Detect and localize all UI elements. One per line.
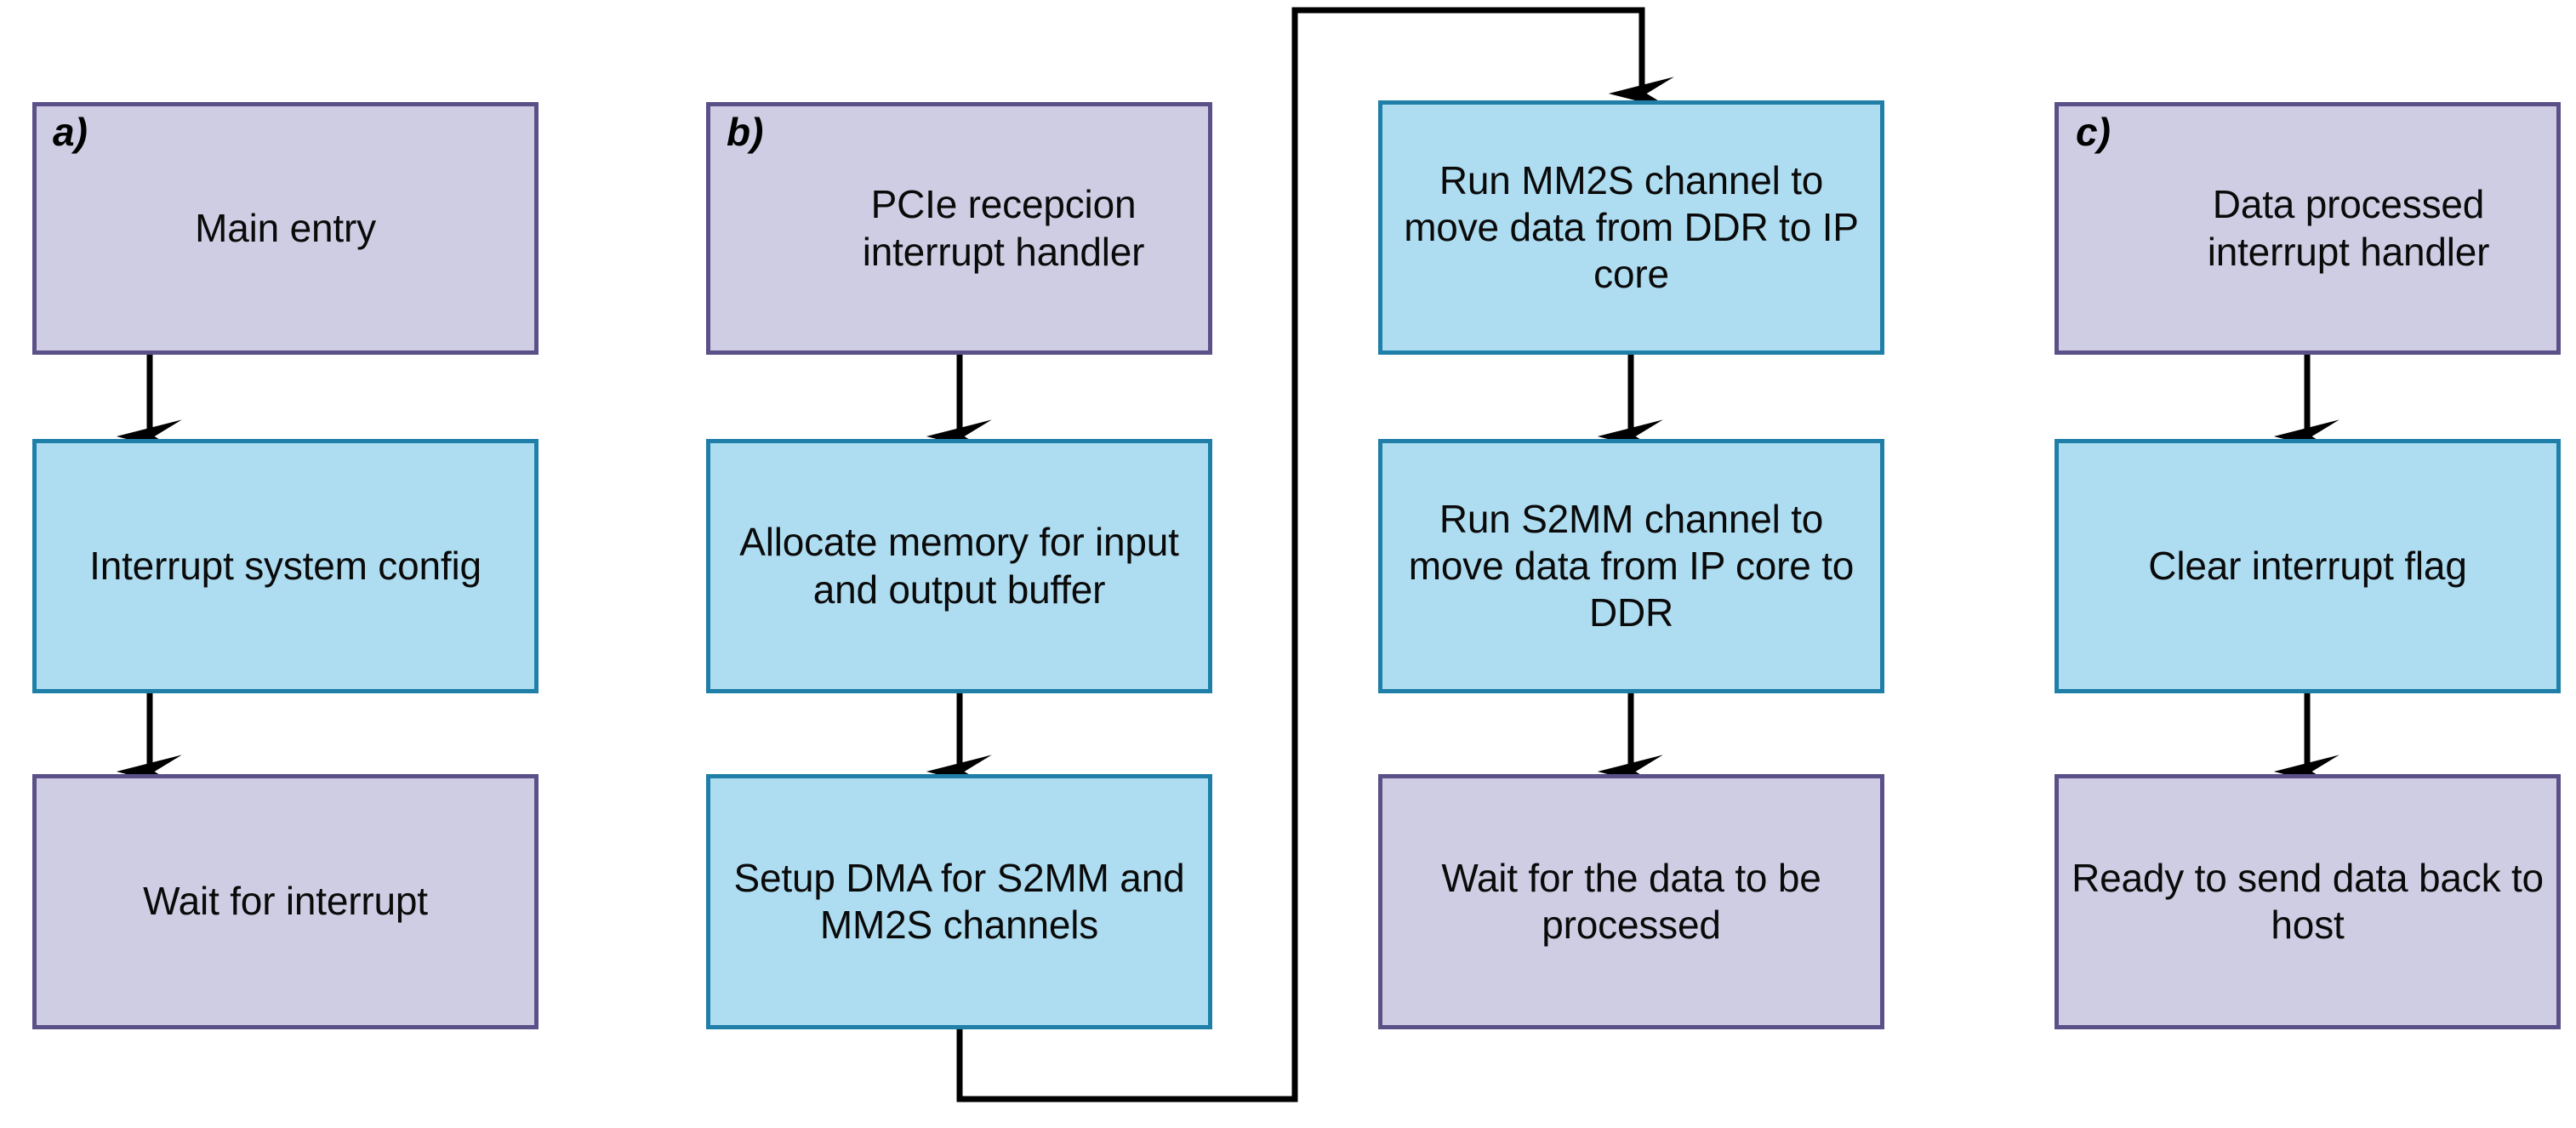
node-main-entry-label: Main entry [195, 205, 376, 250]
node-wait-for-interrupt-label: Wait for interrupt [143, 879, 428, 924]
node-wait-for-interrupt[interactable]: Wait for interrupt [32, 774, 539, 1029]
node-run-mm2s-channel-label: Run MM2S channel to move data from DDR t… [1404, 157, 1859, 297]
node-interrupt-system-config-label: Interrupt system config [89, 543, 482, 588]
node-main-entry[interactable]: Main entry [32, 102, 539, 355]
node-setup-dma[interactable]: Setup DMA for S2MM and MM2S channels [706, 774, 1212, 1029]
node-pcie-reception-interrupt-handler[interactable]: PCIe recepcion interrupt handler [706, 102, 1212, 355]
node-data-processed-interrupt-handler[interactable]: Data processed interrupt handler [2055, 102, 2561, 355]
node-data-processed-interrupt-handler-label: Data processed interrupt handler [2207, 182, 2490, 274]
node-ready-to-send-data[interactable]: Ready to send data back to host [2055, 774, 2561, 1029]
node-setup-dma-label: Setup DMA for S2MM and MM2S channels [733, 855, 1185, 947]
node-run-s2mm-channel[interactable]: Run S2MM channel to move data from IP co… [1378, 439, 1884, 693]
node-run-s2mm-channel-label: Run S2MM channel to move data from IP co… [1408, 496, 1855, 635]
node-wait-for-data-processed[interactable]: Wait for the data to be processed [1378, 774, 1884, 1029]
edge-b3-d1-routed [956, 7, 1674, 1102]
node-wait-for-data-processed-label: Wait for the data to be processed [1441, 855, 1821, 947]
node-allocate-memory[interactable]: Allocate memory for input and output buf… [706, 439, 1212, 693]
node-allocate-memory-label: Allocate memory for input and output buf… [739, 520, 1179, 612]
node-interrupt-system-config[interactable]: Interrupt system config [32, 439, 539, 693]
node-clear-interrupt-flag[interactable]: Clear interrupt flag [2055, 439, 2561, 693]
node-pcie-reception-interrupt-handler-label: PCIe recepcion interrupt handler [862, 182, 1145, 274]
node-clear-interrupt-flag-label: Clear interrupt flag [2148, 543, 2467, 588]
node-run-mm2s-channel[interactable]: Run MM2S channel to move data from DDR t… [1378, 100, 1884, 355]
node-ready-to-send-data-label: Ready to send data back to host [2072, 855, 2544, 947]
